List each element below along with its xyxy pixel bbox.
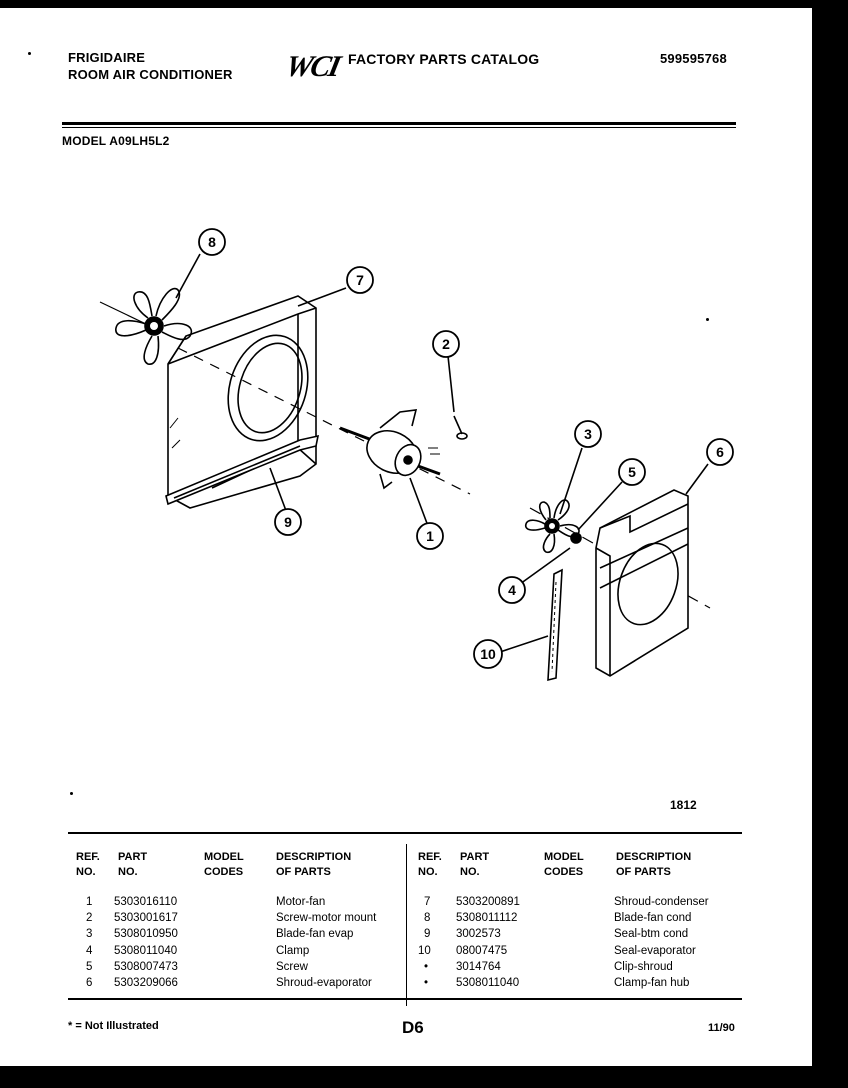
callout-5-label: 5 xyxy=(628,464,636,480)
product-name: ROOM AIR CONDITIONER xyxy=(68,67,233,82)
left-ref-column: 1 2 3 4 5 6 xyxy=(86,894,92,991)
callout-9-label: 9 xyxy=(284,514,292,530)
table-cell: 5308010950 xyxy=(114,928,178,941)
speck xyxy=(706,318,709,321)
table-cell: 4 xyxy=(86,944,93,957)
catalog-title: FACTORY PARTS CATALOG xyxy=(348,51,540,67)
header-ref-no-right: REF.NO. xyxy=(418,851,442,878)
callout-4 xyxy=(498,576,526,604)
callout-10-label: 10 xyxy=(480,646,496,662)
not-illustrated-note: * = Not Illustrated xyxy=(68,1020,159,1032)
table-cell: 3002573 xyxy=(456,928,501,941)
callout-6 xyxy=(706,438,734,466)
callout-5 xyxy=(618,458,646,486)
table-cell: 5 xyxy=(86,960,93,973)
exploded-parts-diagram: 8 7 2 3 5 6 4 9 1 10 xyxy=(99,228,734,682)
page-code: D6 xyxy=(402,1018,424,1037)
table-cell: 1 xyxy=(86,896,93,908)
right-part-column: 5303200891 5308011112 3002573 08007475 3… xyxy=(456,894,520,991)
header-rule-thin xyxy=(62,127,736,128)
table-cell: Seal-btm cond xyxy=(614,928,689,941)
table-cell: Seal-evaporator xyxy=(614,944,696,957)
table-cell: Clamp xyxy=(276,944,310,957)
callout-4-label: 4 xyxy=(508,582,516,598)
callout-2 xyxy=(432,330,460,358)
table-cell: 7 xyxy=(424,896,431,908)
table-cell: Blade-fan cond xyxy=(614,912,692,925)
left-desc-column: Motor-fan Screw-motor mount Blade-fan ev… xyxy=(276,894,376,991)
seal-evaporator-drawing xyxy=(547,568,563,682)
table-cell: 10 xyxy=(418,944,431,957)
table-cell: Shroud-condenser xyxy=(614,896,709,908)
table-cell: 5308011040 xyxy=(456,977,520,990)
speck xyxy=(70,792,73,795)
speck xyxy=(28,52,31,55)
callout-7-label: 7 xyxy=(356,272,364,288)
callout-1-label: 1 xyxy=(426,528,434,544)
header-rule xyxy=(62,122,736,125)
table-cell: 3 xyxy=(86,928,93,941)
callout-9 xyxy=(274,508,302,536)
callout-10 xyxy=(473,639,503,669)
evaporator-shroud-drawing xyxy=(595,489,689,677)
callout-8 xyxy=(198,228,226,256)
catalog-number: 599595768 xyxy=(660,51,727,66)
table-cell: Clip-shroud xyxy=(614,960,673,973)
motor-drawing xyxy=(339,409,441,490)
table-cell: Clamp-fan hub xyxy=(614,977,690,990)
table-cell: 08007475 xyxy=(456,944,508,957)
screw-drawing xyxy=(453,415,468,440)
table-cell: 9 xyxy=(424,928,431,941)
table-cell: 3014764 xyxy=(456,960,501,973)
table-cell: • xyxy=(424,960,429,973)
clamp-drawing xyxy=(570,532,582,544)
callout-7 xyxy=(346,266,374,294)
seal-bottom-drawing xyxy=(165,434,320,506)
table-cell: Shroud-evaporator xyxy=(276,977,372,990)
callout-6-label: 6 xyxy=(716,444,724,460)
table-cell: 6 xyxy=(86,977,93,990)
right-ref-column: 7 8 9 10 • • xyxy=(418,894,431,991)
table-cell: 5308007473 xyxy=(114,960,178,973)
table-cell: 2 xyxy=(86,912,93,925)
brand-name: FRIGIDAIRE xyxy=(68,50,146,65)
table-top-rule xyxy=(68,832,742,834)
header-ref-no: REF.NO. xyxy=(76,851,100,878)
left-part-column: 5303016110 5303001617 5308010950 5308011… xyxy=(114,894,178,991)
table-cell: Motor-fan xyxy=(276,896,326,908)
table-cell: 8 xyxy=(424,912,431,925)
table-cell: Blade-fan evap xyxy=(276,928,354,941)
callout-3-label: 3 xyxy=(584,426,592,442)
table-cell: 5303200891 xyxy=(456,896,520,908)
evaporator-fan-blade-drawing xyxy=(524,499,580,554)
table-cell: Screw xyxy=(276,960,308,973)
table-cell: 5308011040 xyxy=(114,944,178,957)
condenser-fan-blade-drawing xyxy=(99,287,193,365)
callout-1 xyxy=(416,522,444,550)
table-column-divider xyxy=(406,844,407,1006)
right-desc-column: Shroud-condenser Blade-fan cond Seal-btm… xyxy=(614,894,709,991)
callout-8-label: 8 xyxy=(208,234,216,250)
table-bottom-rule xyxy=(68,998,742,1000)
diagram-id: 1812 xyxy=(670,798,697,812)
catalog-page: FRIGIDAIRE ROOM AIR CONDITIONER WCI FACT… xyxy=(0,8,812,1066)
table-cell: 5303016110 xyxy=(114,896,178,908)
catalog-date: 11/90 xyxy=(708,1022,735,1034)
table-cell: Screw-motor mount xyxy=(276,912,377,925)
model-line: MODEL A09LH5L2 xyxy=(62,134,170,148)
table-cell: 5308011112 xyxy=(456,912,518,925)
callout-3 xyxy=(574,420,602,448)
table-cell: 5303209066 xyxy=(114,977,178,990)
table-cell: • xyxy=(424,977,429,990)
table-cell: 5303001617 xyxy=(114,912,178,925)
callout-2-label: 2 xyxy=(442,336,450,352)
